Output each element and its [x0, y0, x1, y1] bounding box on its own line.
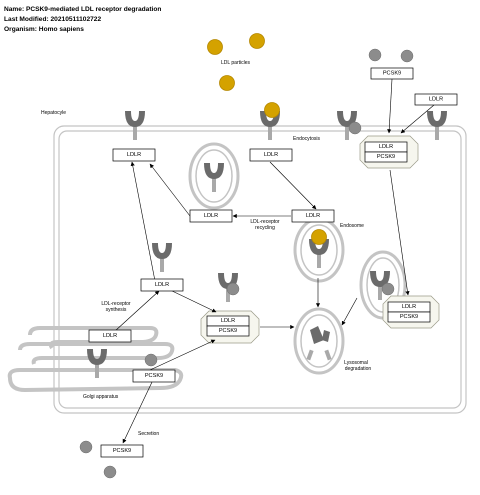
secretion-label: Secretion — [138, 431, 159, 437]
complex-top-pcsk9-label: PCSK9 — [377, 154, 395, 160]
ldlr-recycle-label: LDLR — [204, 213, 218, 219]
receptor-golgi — [87, 349, 107, 378]
ldl-particles-label: LDL particles — [221, 60, 250, 66]
ldl-particle — [207, 39, 223, 55]
reaction-arrows — [114, 78, 435, 444]
pcsk9-particle — [79, 440, 93, 454]
complex-top-pcsk9-box — [364, 151, 408, 163]
complex-right-pcsk9-box — [387, 311, 431, 323]
vesicle-recycling — [188, 142, 240, 210]
pcsk9-secreted-label: PCSK9 — [113, 448, 131, 454]
cell-membrane-outer — [53, 125, 467, 414]
recycling-label-2: recycling — [255, 225, 275, 231]
ldlr-top-center-box — [249, 148, 293, 162]
pcsk9-secreted-box — [100, 444, 144, 458]
ldlr-top-center-label: LDLR — [264, 152, 278, 158]
pcsk9-extracellular-label: PCSK9 — [383, 71, 401, 77]
ldl-particle — [249, 33, 265, 49]
pcsk9-particle — [144, 353, 158, 367]
pcsk9-golgi-box — [132, 369, 176, 383]
ldlr-top-right-label: LDLR — [429, 97, 443, 103]
cell-membrane-inner — [58, 130, 462, 409]
ldlr-mid-box — [140, 278, 184, 292]
pcsk9-extracellular-box — [370, 67, 414, 80]
golgi-label: Golgi apparatus — [83, 394, 119, 400]
lysosomal-label-1: Lysosomal — [344, 360, 368, 366]
ldlr-left-label: LDLR — [127, 152, 141, 158]
endosome — [293, 217, 345, 283]
ldlr-left-box — [112, 148, 156, 162]
endocytosis-label: Endocytosis — [293, 136, 320, 142]
endosome-label: Endosome — [340, 223, 364, 229]
complex-mid-pcsk9-box — [206, 325, 250, 337]
pathway-name: Name: PCSK9-mediated LDL receptor degrad… — [4, 6, 162, 13]
ldlr-recycle-box — [189, 209, 233, 223]
lysosome — [293, 307, 345, 375]
ldlr-golgi-box — [88, 329, 132, 343]
ldl-particle — [219, 75, 235, 91]
pcsk9-particle — [400, 49, 414, 63]
pcsk9-particle — [103, 465, 117, 479]
complex-mid-pcsk9-label: PCSK9 — [219, 328, 237, 334]
ldlr-endo-label: LDLR — [306, 213, 320, 219]
lysosomal-label-2: degradation — [345, 366, 372, 372]
synthesis-label-1: LDL-receptor — [101, 301, 131, 307]
pcsk9-particle-bound — [226, 282, 240, 296]
pcsk9-particle — [368, 48, 382, 62]
complex-right-pcsk9-label: PCSK9 — [400, 314, 418, 320]
recycling-label-1: LDL-receptor — [250, 219, 280, 225]
hepatocyte-label: Hepatocyle — [41, 110, 66, 116]
synthesis-label-2: synthesis — [106, 307, 127, 313]
receptor-synthesis — [152, 243, 172, 272]
complex-right-ldlr-label: LDLR — [402, 304, 416, 310]
pcsk9-particle-bound — [348, 121, 362, 135]
last-modified: Last Modified: 20210511102722 — [4, 16, 102, 23]
ldlr-top-right-box — [414, 93, 458, 106]
complex-mid-ldlr-label: LDLR — [221, 318, 235, 324]
ldlr-golgi-label: LDLR — [103, 333, 117, 339]
ldlr-mid-label: LDLR — [155, 282, 169, 288]
pcsk9-golgi-label: PCSK9 — [145, 373, 163, 379]
organism: Organism: Homo sapiens — [4, 26, 84, 33]
ldlr-endo-box — [291, 209, 335, 223]
complex-top-ldlr-label: LDLR — [379, 144, 393, 150]
golgi-apparatus — [7, 326, 184, 393]
ldl-particle-bound — [264, 102, 280, 118]
